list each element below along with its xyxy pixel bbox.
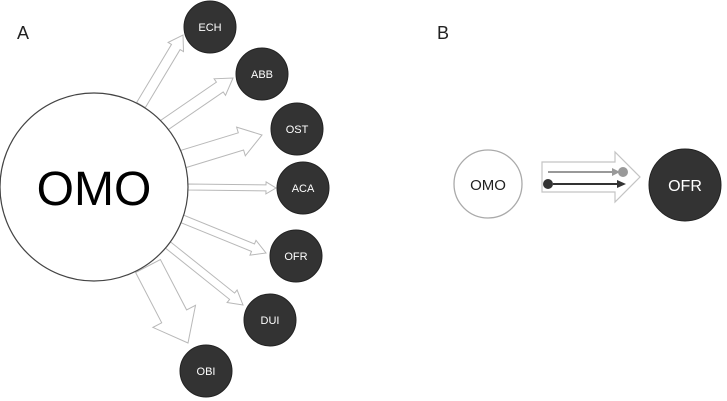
panel-a-center-node — [0, 92, 189, 282]
arrow-omo-to-obi — [134, 258, 197, 344]
gray-link-arrowhead — [612, 168, 620, 176]
node-dui-label: DUI — [261, 315, 280, 327]
node-obi-label: OBI — [197, 366, 216, 378]
panel-a-arrows — [134, 34, 277, 344]
node-ech-label: ECH — [198, 22, 221, 34]
panel-a-target-aca: ACA — [276, 161, 330, 215]
node-ofr-label: OFR — [284, 251, 307, 263]
arrow-omo-to-ost — [176, 126, 263, 170]
panel-a-target-dui: DUI — [243, 293, 297, 347]
dark-link-arrowhead — [617, 180, 626, 188]
panel-b-source-label: OMO — [470, 177, 506, 194]
node-abb — [235, 47, 289, 101]
gray-link-dot — [618, 167, 628, 177]
arrow-omo-to-ech — [136, 34, 185, 109]
node-ofr — [269, 229, 323, 283]
panel-b-block-arrow — [541, 150, 641, 204]
panel-b-target-node — [648, 148, 722, 222]
node-dui — [243, 293, 297, 347]
node-aca-label: ACA — [292, 183, 315, 195]
panel-a-target-ost: OST — [270, 102, 324, 156]
node-abb-label: ABB — [251, 69, 273, 81]
arrow-omo-to-dui — [164, 241, 244, 306]
panel-b-dark-link — [543, 179, 626, 189]
node-obi — [179, 344, 233, 398]
panel-a-target-ech: ECH — [183, 0, 237, 54]
panel-b-gray-link — [548, 167, 628, 177]
node-aca — [276, 161, 330, 215]
panel-b-label: B — [437, 23, 449, 43]
node-ost-label: OST — [286, 124, 309, 136]
panel-a-target-ofr: OFR — [269, 229, 323, 283]
arrow-omo-to-ofr — [177, 213, 267, 256]
arrow-omo-to-abb — [158, 77, 234, 132]
panel-a-target-obi: OBI — [179, 344, 233, 398]
dark-link-dot — [543, 179, 553, 189]
arrow-omo-to-aca — [187, 181, 277, 195]
panel-b-target-label: OFR — [668, 178, 702, 195]
panel-a-target-abb: ABB — [235, 47, 289, 101]
panel-a-label: A — [17, 23, 29, 43]
panel-a-center-label: OMO — [37, 163, 152, 216]
node-ech — [183, 0, 237, 54]
node-ost — [270, 102, 324, 156]
panel-b-source-node — [453, 149, 523, 219]
